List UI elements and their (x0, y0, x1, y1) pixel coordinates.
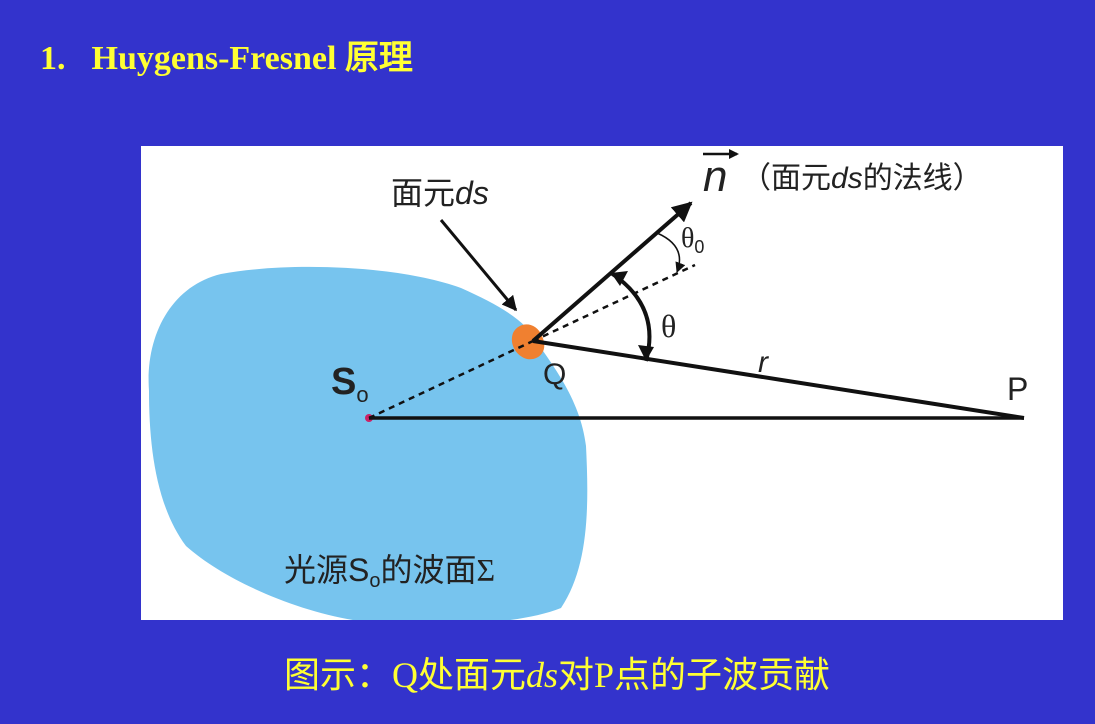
label-normal-annotation: （面元ds的法线） (741, 162, 983, 195)
title-text: Huygens-Fresnel 原理 (91, 40, 413, 77)
dashed-extension-line (532, 263, 696, 343)
label-theta: θ (661, 308, 676, 344)
label-r: r (758, 346, 769, 379)
figure-caption: 图示：Q处面元ds对P点的子波贡献 (284, 646, 830, 698)
surface-element-ds (511, 324, 545, 360)
label-source: So (331, 361, 369, 407)
theta-arrow-down-icon (638, 345, 654, 361)
source-to-q-dashed-line (368, 339, 534, 420)
title-number: 1. (40, 40, 66, 77)
n-vector-overline-head-icon (729, 149, 739, 159)
label-surface-element: 面元ds (391, 175, 489, 211)
theta0-arc (656, 232, 686, 273)
diagram-panel: 面元ds n （面元ds的法线） θ0 θ Q r P So 光源So的波面Σ (141, 146, 1063, 620)
caption-var: ds (526, 655, 559, 695)
label-q: Q (543, 358, 566, 391)
label-normal-n: n (703, 152, 727, 201)
label-wavefront: 光源So的波面Σ (284, 552, 495, 592)
theta-arrow-up-icon (611, 271, 628, 286)
caption-prefix: 图示：Q处面元 (284, 655, 526, 695)
label-p: P (1007, 371, 1028, 407)
q-to-p-line (532, 339, 1025, 420)
ds-pointer-arrow (439, 219, 518, 312)
label-theta0: θ0 (681, 223, 704, 257)
huygens-diagram: 面元ds n （面元ds的法线） θ0 θ Q r P So 光源So的波面Σ (148, 149, 1028, 620)
caption-suffix: 对P点的子波贡献 (558, 655, 831, 695)
wavefront-surface (148, 266, 588, 620)
slide-title: 1. Huygens-Fresnel 原理 (40, 30, 413, 79)
